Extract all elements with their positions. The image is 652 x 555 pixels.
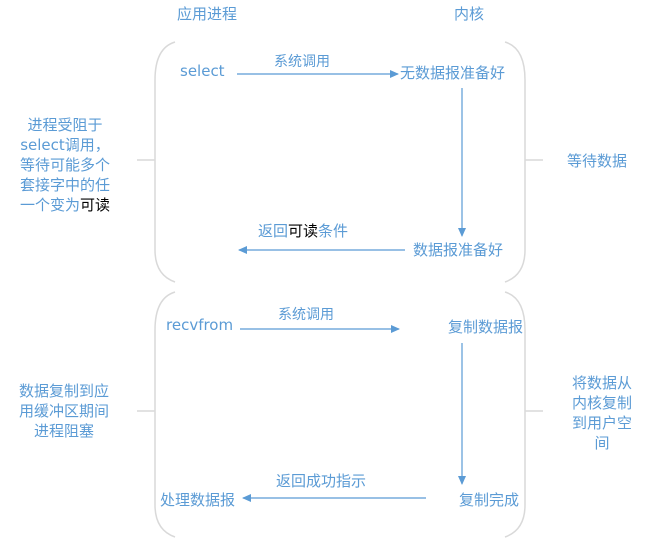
no-data-ready-label: 无数据报准备好 [400, 64, 506, 82]
phase1-right-note: 等待数据 [567, 152, 628, 170]
phase2-right-note-line: 将数据从 [571, 374, 632, 392]
phase2-left-note: 数据复制到应 用缓冲区期间 进程阻塞 [0, 381, 128, 441]
phase2-right-bracket [504, 291, 526, 538]
phase2-right-note-line: 到用户空 [571, 414, 632, 432]
phase2-left-bracket [154, 291, 176, 538]
return-readable-label: 返回可读条件 [258, 222, 348, 240]
select-label: select [180, 62, 225, 80]
kernel-header: 内核 [454, 5, 485, 23]
return-readable-post: 条件 [318, 222, 349, 240]
phase2-syscall-label: 系统调用 [278, 307, 334, 323]
recvfrom-label: recvfrom [166, 316, 234, 334]
copy-datagram-label: 复制数据报 [448, 318, 524, 336]
return-readable-pre: 返回 [258, 222, 289, 240]
return-readable-bold: 可读 [288, 222, 319, 240]
phase1-left-note-last-bold: 可读 [80, 196, 111, 214]
phase2-left-note-line: 进程阻塞 [33, 422, 94, 440]
phase1-left-note-line: 进程受阻于 [27, 116, 103, 134]
phase1-syscall-label: 系统调用 [274, 54, 330, 70]
phase1-left-note: 进程受阻于 select调用， 等待可能多个 套接字中的任 一个变为可读 [4, 115, 126, 215]
app-process-header: 应用进程 [177, 5, 238, 23]
phase1-right-bracket [504, 41, 526, 283]
phase1-left-note-line: 一个变为可读 [4, 195, 126, 215]
data-ready-label: 数据报准备好 [413, 241, 504, 259]
phase1-left-note-line: select调用， [20, 136, 110, 154]
copy-done-label: 复制完成 [459, 491, 520, 509]
phase2-right-note-line: 内核复制 [571, 394, 632, 412]
phase1-left-note-line: 等待可能多个 [19, 156, 110, 174]
phase2-right-note-line: 间 [594, 434, 610, 452]
return-success-label: 返回成功指示 [276, 472, 367, 490]
phase2-left-note-line: 用缓冲区期间 [18, 402, 109, 420]
phase2-left-note-line: 数据复制到应 [18, 382, 109, 400]
phase2-right-note: 将数据从 内核复制 到用户空 间 [562, 373, 642, 453]
phase1-left-note-last-pre: 一个变为 [19, 196, 80, 214]
phase1-left-note-line: 套接字中的任 [19, 176, 110, 194]
process-datagram-label: 处理数据报 [160, 491, 236, 509]
phase1-left-bracket [154, 41, 176, 283]
